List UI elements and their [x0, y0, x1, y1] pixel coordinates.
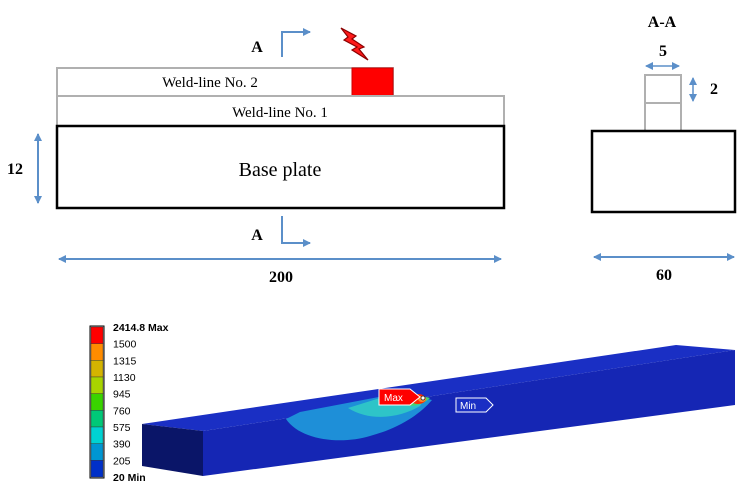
section-weld-upper [644, 74, 682, 104]
heat-source-block [351, 67, 394, 97]
max-probe-tag [378, 388, 421, 406]
section-label-bottom: A [251, 227, 263, 244]
section-view: A-A 5 2 60 [590, 14, 737, 284]
legend-tick-labels: 1500 1315 1130 945 760 575 390 205 [113, 339, 137, 468]
height-dimension-value: 12 [7, 161, 23, 178]
legend-tick-label: 1315 [113, 355, 137, 367]
section-arrow-bottom [281, 216, 311, 247]
section-view-title: A-A [648, 14, 677, 31]
legend-max-label: 2414.8 Max [113, 322, 169, 334]
legend-tick-label: 390 [113, 439, 131, 451]
legend-tick-label: 205 [113, 455, 131, 467]
section-width-value: 60 [656, 267, 672, 284]
legend-swatch [90, 460, 104, 478]
side-view: Weld-line No. 2 Weld-line No. 1 Base pla… [7, 27, 506, 286]
max-probe-label: Max [384, 393, 403, 404]
weld-height-value: 2 [710, 81, 718, 98]
legend-swatch [90, 426, 104, 444]
section-weld-lower [644, 102, 682, 132]
section-base-plate [590, 129, 737, 214]
legend-tick-label: 1130 [113, 372, 136, 384]
legend-swatches [90, 326, 104, 478]
heat-spot-center [420, 395, 426, 401]
section-label-top: A [251, 39, 263, 56]
weld-line-1-label: Weld-line No. 1 [232, 105, 328, 121]
legend-min-label: 20 Min [113, 472, 146, 484]
beam-top-face [142, 345, 735, 431]
legend-swatch [90, 376, 104, 394]
legend-tick-label: 945 [113, 389, 131, 401]
section-arrow-top [281, 28, 311, 57]
min-probe-label: Min [460, 401, 476, 412]
weld-width-value: 5 [659, 43, 667, 60]
weld-line-2-label: Weld-line No. 2 [162, 75, 258, 91]
contour-legend: 2414.8 Max 1500 1315 1130 945 760 575 390 205 2… [89, 322, 169, 484]
legend-tick-label: 760 [113, 405, 131, 417]
legend-tick-label: 1500 [113, 339, 137, 351]
weld-line-2-bead [56, 67, 394, 97]
min-probe-tag [455, 397, 494, 413]
legend-swatch [90, 410, 104, 428]
beam-end-face [142, 424, 203, 476]
base-plate-label: Base plate [239, 159, 322, 181]
legend-swatch [90, 326, 104, 344]
legend-swatch [90, 393, 104, 411]
legend-swatch [90, 443, 104, 461]
beam-front-face [203, 350, 735, 476]
length-dimension-value: 200 [269, 269, 293, 286]
base-plate [55, 124, 506, 210]
legend-swatch [90, 343, 104, 361]
legend-outline [89, 325, 105, 479]
legend-swatch [90, 360, 104, 378]
legend-tick-label: 575 [113, 422, 131, 434]
lightning-icon [340, 27, 369, 61]
contour-beam: Max Min [142, 345, 735, 476]
